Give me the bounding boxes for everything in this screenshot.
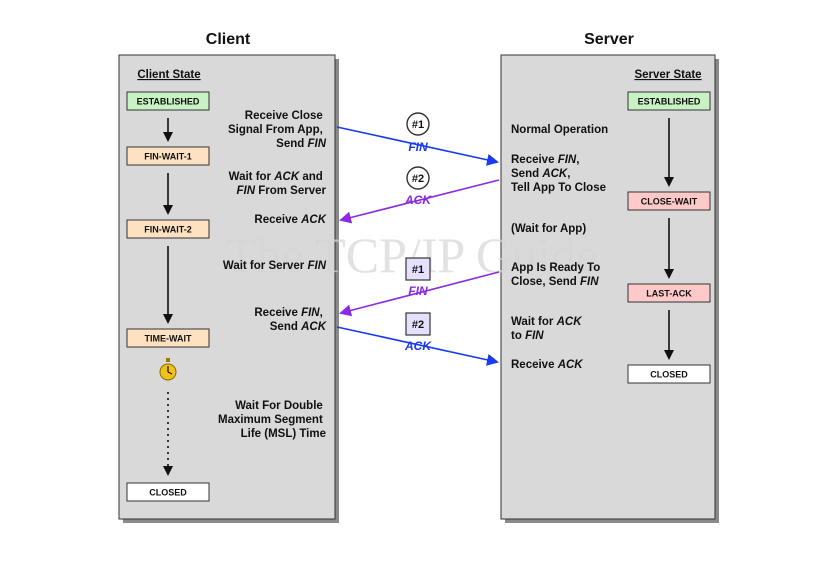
svg-text:#1: #1 <box>412 119 424 131</box>
svg-text:#2: #2 <box>412 173 424 185</box>
server-note-app-ready: App Is Ready To Close, Send FIN <box>511 262 603 288</box>
server-state-closed-label: CLOSED <box>650 370 688 380</box>
message-1-label: FIN <box>408 140 428 154</box>
message-1-badge: #1 <box>406 112 430 136</box>
message-arrow-fin-server-to-client <box>339 271 500 317</box>
client-state-fin-wait-1-label: FIN-WAIT-1 <box>144 152 192 162</box>
client-header: Client <box>206 31 251 48</box>
client-state-title: Client State <box>137 69 200 81</box>
client-state-time-wait-label: TIME-WAIT <box>145 334 192 344</box>
stopwatch-icon <box>159 358 177 381</box>
server-state-established-label: ESTABLISHED <box>638 97 701 107</box>
client-state-closed <box>126 482 210 502</box>
server-note-receive-ack: Receive ACK <box>511 359 583 371</box>
message-arrow-ack-client-to-server <box>336 326 499 366</box>
server-state-last-ack-label: LAST-ACK <box>646 289 692 299</box>
message-3-label: FIN <box>408 284 428 298</box>
client-note-wait-server-fin: Wait for Server FIN <box>223 260 327 272</box>
server-note-normal-operation: Normal Operation <box>511 124 608 136</box>
server-header: Server <box>584 31 634 48</box>
server-state-last-ack <box>627 283 711 303</box>
server-state-established <box>627 91 711 111</box>
message-2-badge: #2 <box>406 166 430 190</box>
client-panel <box>118 54 336 520</box>
server-note-receive-fin: Receive FIN, Send ACK, Tell App To Close <box>511 154 606 194</box>
server-state-title: Server State <box>634 69 701 81</box>
message-2-label: ACK <box>404 193 432 207</box>
message-arrow-ack-server-to-client <box>339 179 500 224</box>
server-state-closed <box>627 364 711 384</box>
message-3-badge: #1 <box>405 257 431 281</box>
client-note-close-signal: Receive Close Signal From App, Send FIN <box>228 110 327 150</box>
client-note-wait-ack-fin: Wait for ACK and FIN From Server <box>229 171 327 197</box>
client-note-receive-ack: Receive ACK <box>254 214 326 226</box>
server-state-close-wait-label: CLOSE-WAIT <box>641 197 698 207</box>
client-state-closed-label: CLOSED <box>149 488 187 498</box>
client-state-fin-wait-2-label: FIN-WAIT-2 <box>144 225 192 235</box>
server-state-close-wait <box>627 191 711 211</box>
svg-text:#1: #1 <box>412 264 424 276</box>
client-note-wait-msl: Wait For Double Maximum Segment Life (MS… <box>218 400 326 440</box>
server-note-wait-app: (Wait for App) <box>511 223 586 235</box>
svg-text:#2: #2 <box>412 319 424 331</box>
client-state-established-label: ESTABLISHED <box>137 97 200 107</box>
message-4-badge: #2 <box>405 312 431 336</box>
message-arrow-fin-client-to-server <box>336 126 499 166</box>
client-state-fin-wait-2 <box>126 219 210 239</box>
client-state-time-wait <box>126 328 210 348</box>
client-note-receive-fin-send-ack: Receive FIN, Send ACK <box>254 307 326 333</box>
server-note-wait-ack: Wait for ACK to FIN <box>511 316 585 342</box>
message-4-label: ACK <box>404 339 432 353</box>
client-state-fin-wait-1 <box>126 146 210 166</box>
client-state-established <box>126 91 210 111</box>
